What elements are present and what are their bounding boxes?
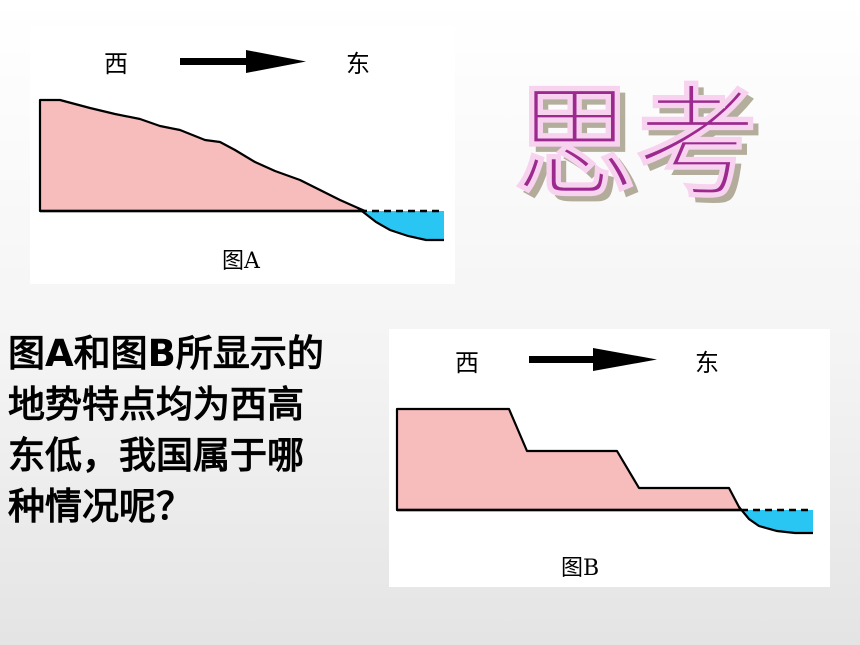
diagram-panel-b: 西 东 图B	[389, 329, 830, 587]
direction-arrow	[529, 348, 657, 371]
caption-a: 图A	[222, 249, 261, 274]
terrain-profile-b: 西 东 图B	[395, 348, 813, 581]
question-line: 图A和图B所显示的	[8, 332, 324, 375]
question-line: 种情况呢？	[8, 485, 193, 528]
west-label: 西	[455, 349, 479, 377]
sea-floor	[357, 207, 444, 242]
direction-arrow	[180, 50, 306, 73]
think-title-shadow: 思考	[520, 77, 764, 221]
diagram-panel-a: 西 东 图A	[30, 26, 455, 284]
east-label: 东	[346, 50, 370, 78]
question-text: 图A和图B所显示的 地势特点均为西高 东低，我国属于哪 种情况呢？	[8, 328, 368, 532]
sea-area	[360, 211, 444, 240]
land-profile	[38, 98, 367, 213]
question-line: 东低，我国属于哪	[8, 434, 304, 477]
caption-b: 图B	[561, 556, 599, 581]
west-label: 西	[104, 50, 128, 78]
sea-area	[741, 510, 813, 533]
sea-floor	[738, 506, 813, 535]
terrain-profile-a: 西 东 图A	[38, 50, 444, 274]
east-label: 东	[695, 349, 719, 377]
question-line: 地势特点均为西高	[8, 383, 304, 426]
think-title: 思考 思考	[508, 68, 838, 248]
land-profile	[395, 407, 743, 512]
think-title-text: 思考	[514, 71, 758, 215]
